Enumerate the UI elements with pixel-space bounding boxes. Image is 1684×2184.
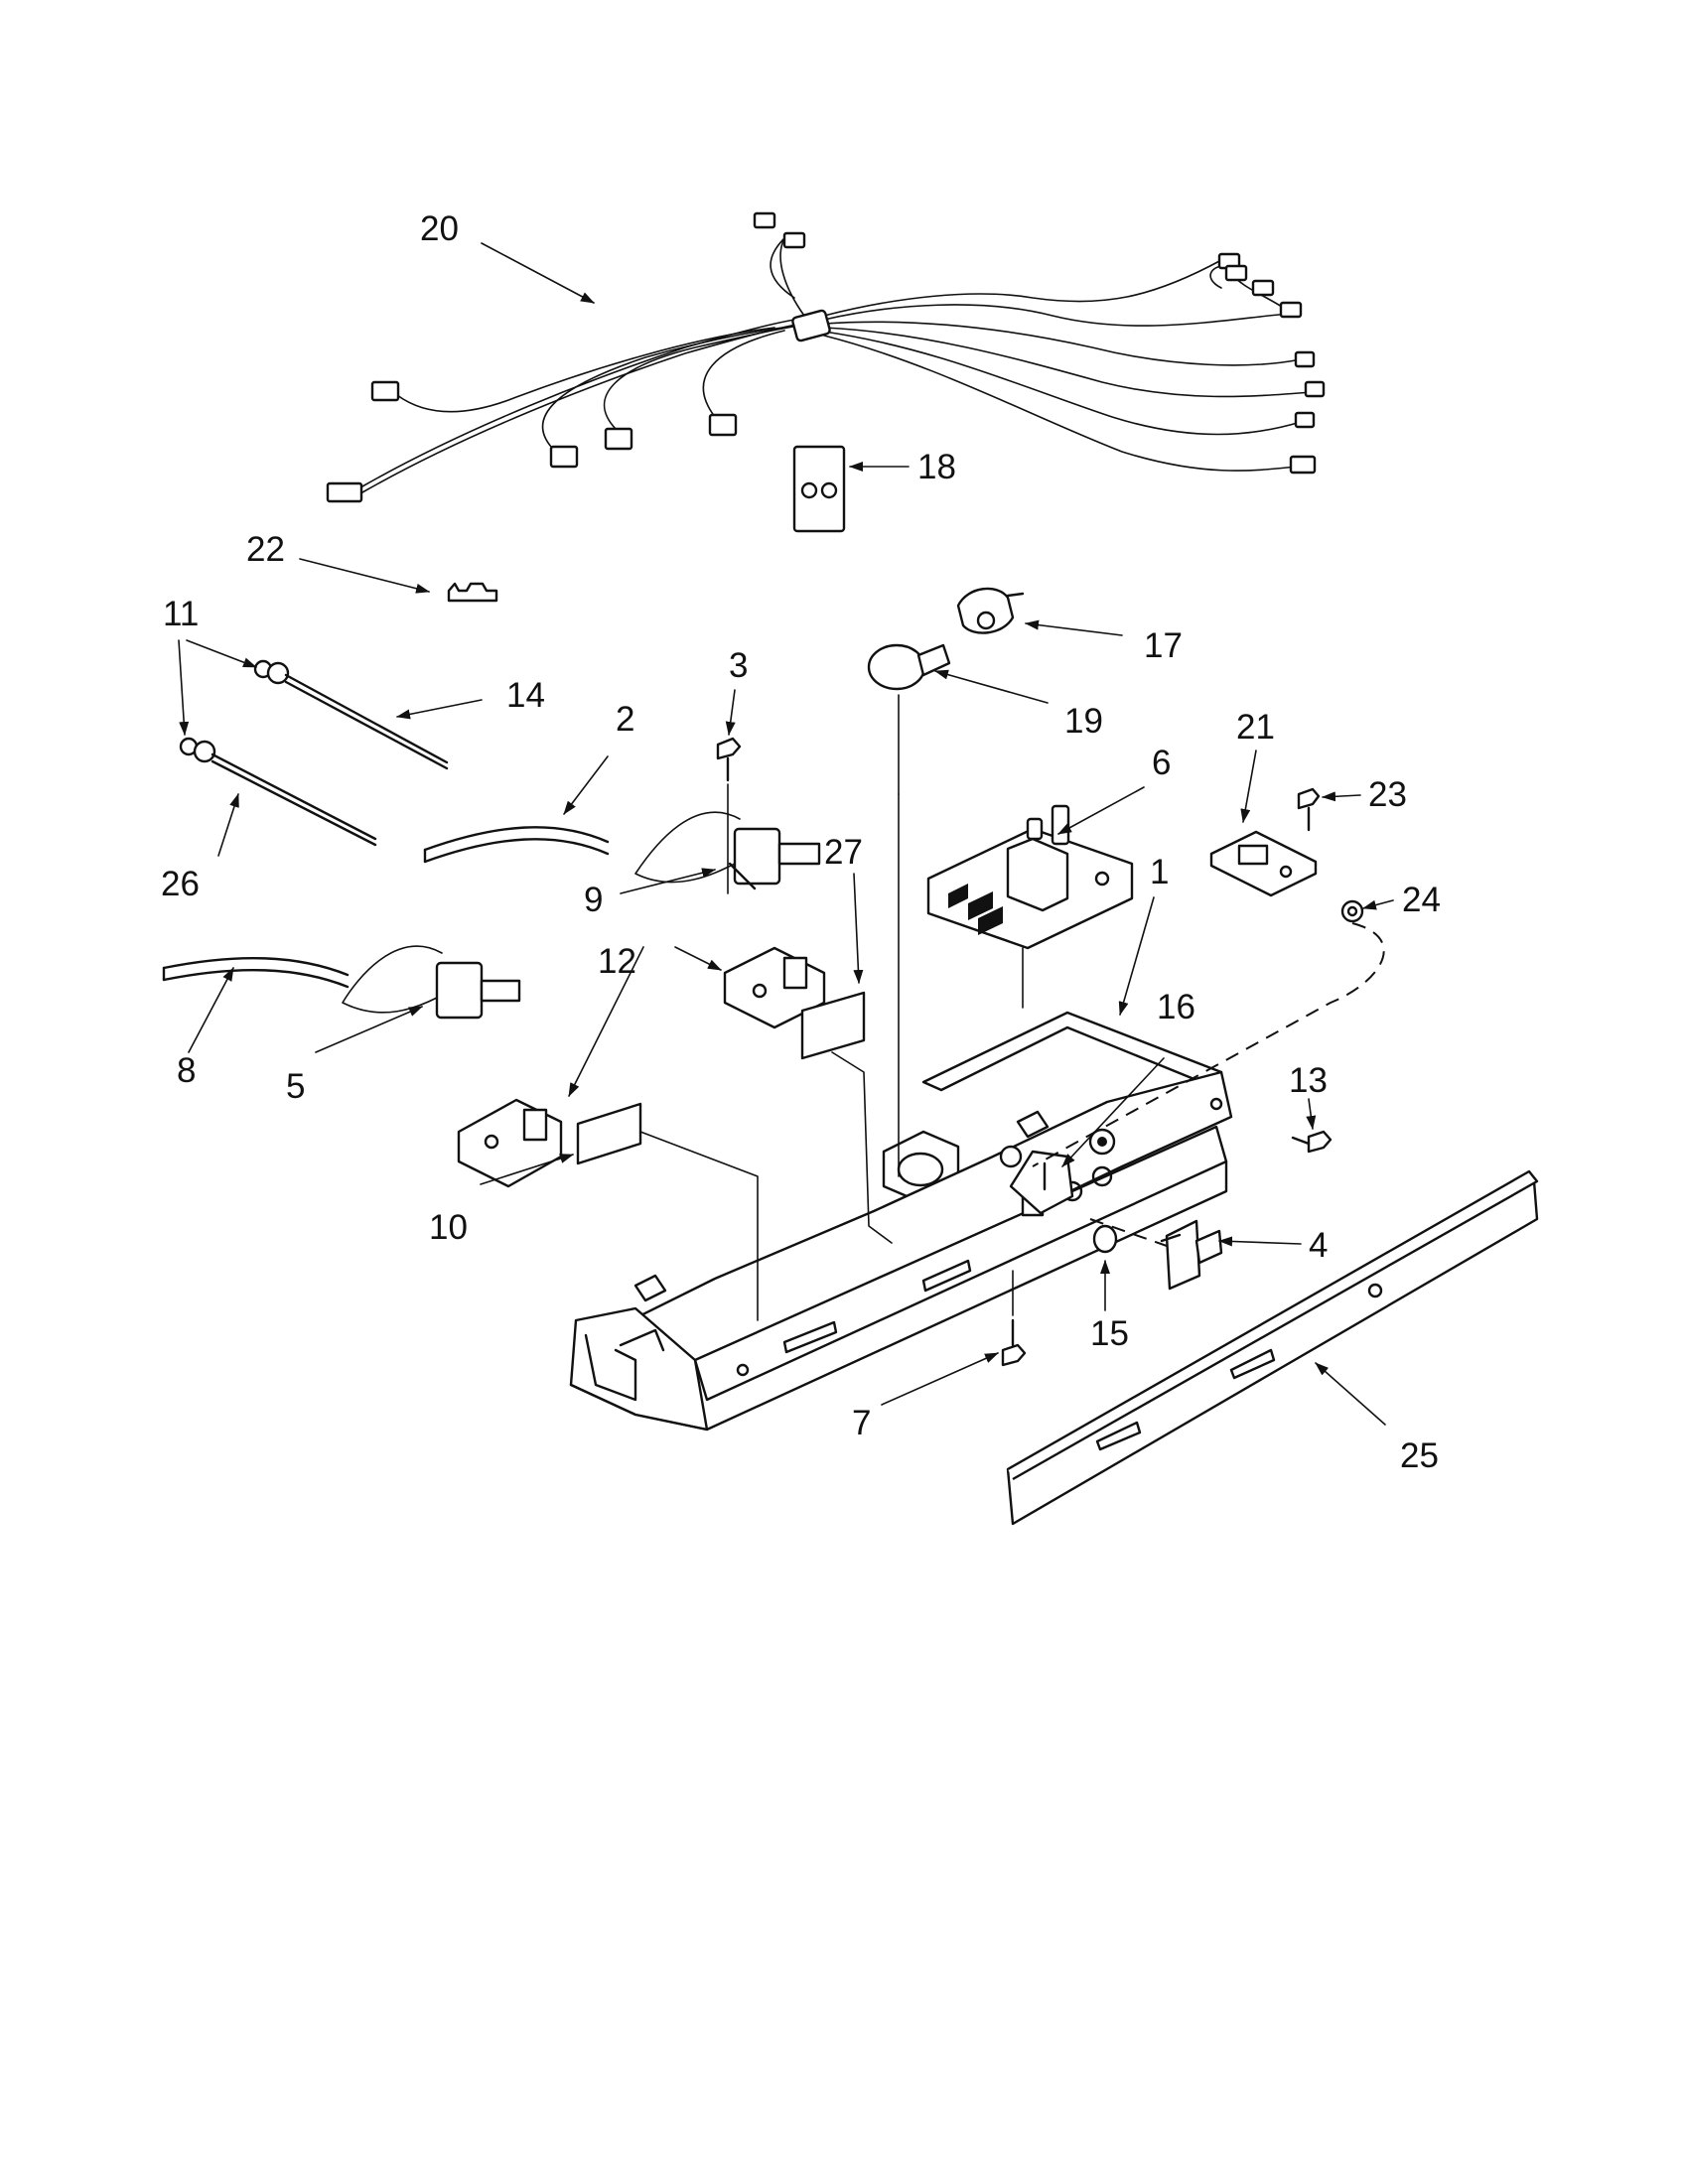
callout-1: 1 — [1150, 853, 1169, 891]
callout-14: 14 — [506, 676, 545, 715]
front-panel — [1006, 1169, 1539, 1526]
rod-and-grommet-set — [179, 659, 449, 847]
callout-22: 22 — [246, 530, 285, 569]
callout-19: 19 — [1064, 702, 1103, 741]
callout-18: 18 — [917, 448, 956, 486]
callout-23: 23 — [1368, 775, 1407, 814]
bracket-lower — [457, 1098, 563, 1188]
screw-3 — [716, 737, 742, 894]
tubes — [162, 826, 610, 989]
callout-4: 4 — [1309, 1226, 1328, 1265]
callout-24: 24 — [1402, 881, 1441, 919]
screw-13 — [1291, 1130, 1333, 1154]
relay-board — [1209, 830, 1318, 897]
label-27 — [800, 991, 866, 1060]
cover-plate — [792, 445, 846, 533]
callout-arrows — [178, 242, 1394, 1426]
clip — [447, 582, 498, 603]
callout-25: 25 — [1400, 1436, 1439, 1475]
callout-27: 27 — [824, 833, 863, 872]
callout-7: 7 — [852, 1404, 871, 1442]
callout-8: 8 — [177, 1051, 196, 1090]
callout-numbers: 20 18 22 11 14 2 3 26 9 17 19 6 21 23 24… — [161, 209, 1441, 1475]
callout-3: 3 — [729, 646, 748, 685]
callout-17: 17 — [1144, 626, 1183, 665]
thermostat-knob-assembly — [1089, 1218, 1223, 1291]
control-housing — [569, 793, 1385, 1432]
callout-6: 6 — [1152, 744, 1171, 782]
wire-harness — [326, 211, 1326, 503]
callout-15: 15 — [1090, 1314, 1129, 1353]
clip-24 — [1340, 899, 1364, 923]
callout-10: 10 — [429, 1208, 468, 1247]
knob-15 — [1092, 1224, 1118, 1254]
switch-9 — [634, 811, 821, 890]
screw-7 — [1001, 1270, 1027, 1367]
callout-20: 20 — [420, 209, 459, 248]
lamp-socket — [956, 587, 1025, 634]
callout-2: 2 — [616, 700, 634, 739]
switch-5 — [342, 945, 521, 1020]
bracket-upper — [723, 946, 826, 1029]
lamp-bulb — [867, 643, 951, 795]
callout-5: 5 — [286, 1067, 305, 1106]
callout-9: 9 — [584, 881, 603, 919]
label-10 — [576, 1102, 642, 1165]
callout-21: 21 — [1236, 708, 1275, 747]
control-board — [926, 804, 1134, 1009]
callout-12: 12 — [598, 942, 636, 981]
callout-13: 13 — [1289, 1061, 1328, 1100]
callout-26: 26 — [161, 865, 200, 903]
callout-11: 11 — [163, 595, 199, 633]
callout-16: 16 — [1157, 988, 1195, 1026]
screw-23 — [1297, 787, 1321, 832]
